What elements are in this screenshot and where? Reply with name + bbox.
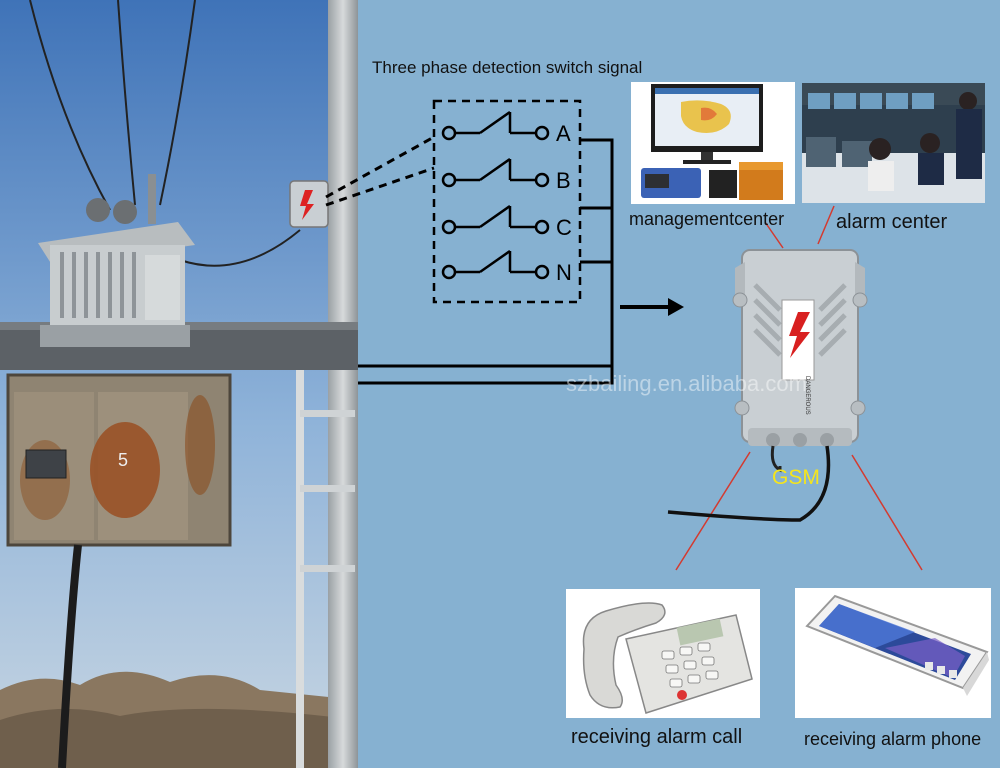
gsm-cable: [667, 445, 831, 522]
switch-n: [441, 249, 550, 280]
switch-box: [432, 99, 582, 304]
watermark: szbailing.en.alibaba.com: [566, 371, 807, 396]
phase-n-label: N: [556, 260, 572, 285]
switch-b: [441, 157, 550, 188]
gsm-alarm-device: [732, 249, 868, 447]
management-center-label: managementcenter: [629, 209, 785, 229]
transformer-number: 5: [118, 450, 128, 470]
arrow-icon: [668, 298, 684, 316]
phase-a-label: A: [556, 121, 571, 146]
switch-c: [441, 204, 550, 235]
pole-transformer-photo: 5: [0, 0, 358, 768]
bus-lines: [358, 138, 614, 385]
landline-phone-image: [566, 589, 760, 718]
alarm-center-image: [802, 83, 985, 203]
alarm-center-label: alarm center: [836, 211, 948, 233]
management-center-image: [631, 82, 795, 204]
phase-c-label: C: [556, 215, 572, 240]
device-sign: DANGEROUS: [804, 376, 810, 415]
alarm-call-label: receiving alarm call: [571, 726, 743, 748]
phase-b-label: B: [556, 168, 571, 193]
gsm-label: GSM: [772, 466, 820, 489]
smartphone-image: [795, 588, 991, 718]
switch-a: [441, 110, 550, 141]
diagram-title: Three phase detection switch signal: [372, 58, 643, 77]
lightning-icon: [789, 312, 810, 358]
alarm-phone-label: receiving alarm phone: [804, 729, 982, 749]
